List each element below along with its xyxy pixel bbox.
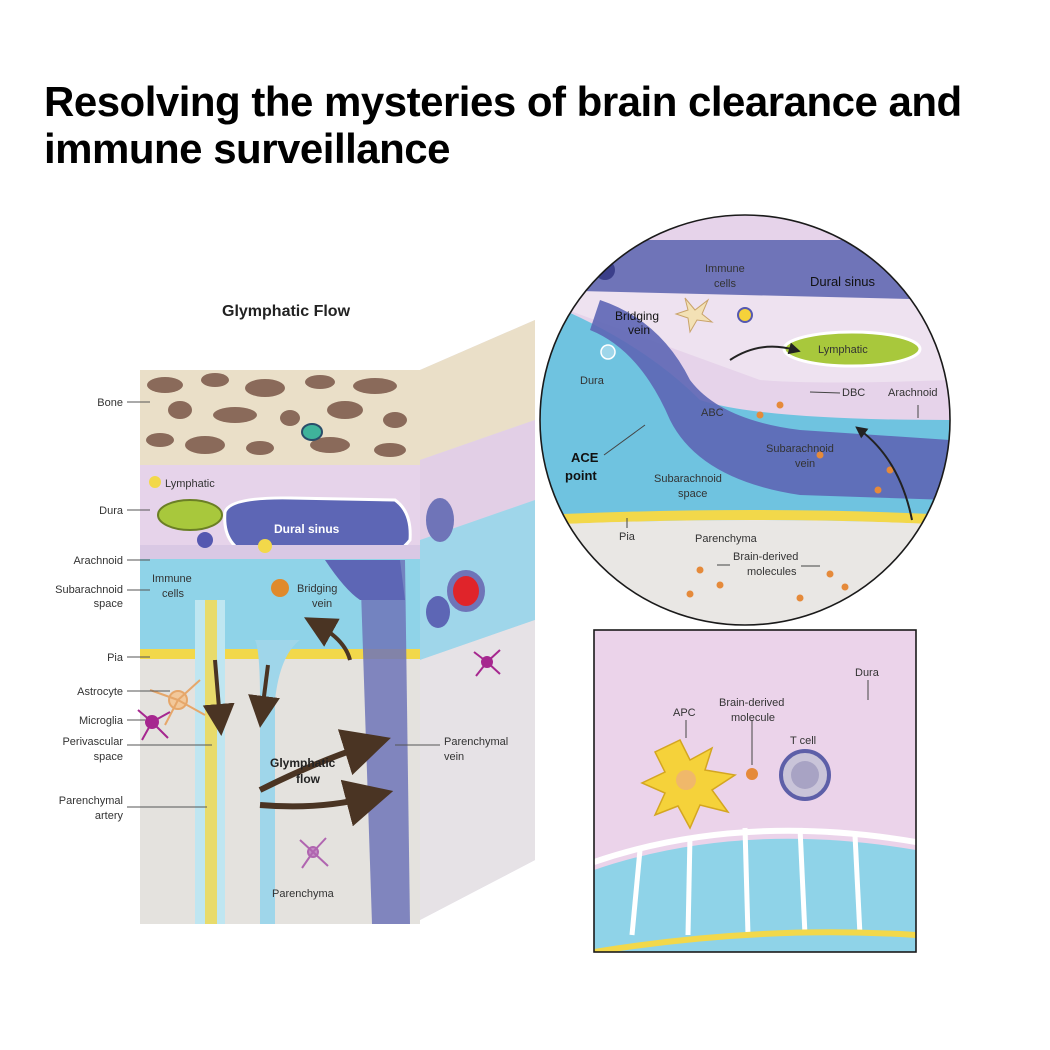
- zoom-circle: [540, 215, 950, 625]
- label-bridging-vein-left-1: Bridging: [297, 583, 337, 595]
- label-subarachnoid-1: Subarachnoid: [55, 584, 123, 596]
- circle-bridging-vein: [590, 300, 950, 500]
- label-glymphatic-flow-1: Glymphatic: [270, 756, 336, 770]
- c-label-sub-vein-2: vein: [795, 458, 815, 470]
- glymphatic-flow-arrows: [202, 617, 394, 827]
- t-cell-nucleus: [791, 761, 819, 789]
- circle-dural-sinus: [540, 240, 950, 300]
- circle-pia: [540, 510, 950, 525]
- microglia-cell: [137, 709, 171, 741]
- glymphatic-block: [127, 320, 535, 924]
- left-leader-lines: [127, 401, 440, 808]
- brain-derived-molecule: [746, 768, 758, 780]
- side-vessel-red: [447, 570, 485, 612]
- side-sinus: [426, 498, 454, 542]
- label-immune-cells-left-2: cells: [162, 588, 185, 600]
- c-label-brain-derived-2: molecules: [747, 566, 797, 578]
- c-label-arachnoid: Arachnoid: [888, 387, 938, 399]
- astrocyte-cell: [149, 679, 206, 726]
- c-label-pia: Pia: [619, 531, 636, 543]
- circle-molecules: [686, 401, 894, 602]
- c-label-dural-sinus: Dural sinus: [810, 274, 876, 289]
- circle-leader-lines: [603, 391, 919, 567]
- c-label-sub-space-2: space: [678, 488, 707, 500]
- label-immune-cells-left-1: Immune: [152, 573, 192, 585]
- c-label-immune-2: cells: [714, 278, 737, 290]
- label-bone: Bone: [97, 397, 123, 409]
- c-label-ace-2: point: [565, 468, 597, 483]
- label-lymphatic-left: Lymphatic: [165, 478, 215, 490]
- label-astrocyte: Astrocyte: [77, 686, 123, 698]
- label-parenchymal-artery-2: artery: [95, 810, 124, 822]
- circle-lymphatic: [782, 330, 922, 368]
- label-parenchyma-left: Parenchyma: [272, 888, 335, 900]
- label-bridging-vein-left-2: vein: [312, 598, 332, 610]
- parenchymal-artery: [205, 600, 217, 924]
- immune-cells-cluster: [149, 476, 289, 597]
- c-label-sub-vein-1: Subarachnoid: [766, 443, 834, 455]
- c-label-immune-1: Immune: [705, 263, 745, 275]
- label-pia: Pia: [107, 652, 124, 664]
- label-perivascular-2: space: [94, 751, 123, 763]
- box-trabeculae: [629, 827, 863, 936]
- label-dura: Dura: [99, 505, 124, 517]
- bridging-vein: [325, 560, 405, 600]
- label-glymphatic-flow-2: flow: [296, 772, 321, 786]
- c-label-dura: Dura: [580, 375, 605, 387]
- side-parenchyma: [420, 620, 535, 920]
- c-label-lymphatic: Lymphatic: [818, 344, 868, 356]
- b-label-apc: APC: [673, 707, 696, 719]
- side-bone: [420, 320, 535, 460]
- box-leader-lines: [685, 680, 869, 765]
- c-label-brain-derived-1: Brain-derived: [733, 551, 798, 563]
- label-parenchymal-vein-1: Parenchymal: [444, 736, 508, 748]
- b-label-t-cell: T cell: [790, 735, 816, 747]
- zoom-circle-outline: [539, 214, 951, 626]
- b-label-molecule-1: Brain-derived: [719, 697, 784, 709]
- label-subarachnoid-2: space: [94, 598, 123, 610]
- circle-immune-cells: [595, 260, 753, 360]
- left-side-labels: Bone Dura Arachnoid Subarachnoid space P…: [55, 397, 124, 822]
- side-microglia: [473, 649, 501, 677]
- bone-cell: [301, 423, 323, 441]
- front-arachnoid: [140, 545, 420, 559]
- c-label-bridging-1: Bridging: [615, 309, 659, 323]
- box-subarachnoid: [594, 838, 916, 952]
- label-dural-sinus-left: Dural sinus: [274, 522, 340, 536]
- page-title: Resolving the mysteries of brain clearan…: [44, 78, 962, 172]
- c-label-bridging-2: vein: [628, 323, 650, 337]
- bone-spots: [146, 373, 407, 457]
- side-vessel-blue: [426, 596, 450, 628]
- box-pia: [594, 929, 916, 952]
- c-label-dbc: DBC: [842, 387, 865, 399]
- c-label-abc: ABC: [701, 407, 724, 419]
- label-arachnoid: Arachnoid: [73, 555, 123, 567]
- front-lymphatic: [157, 499, 223, 531]
- zoom-box: [594, 630, 916, 952]
- b-label-dura: Dura: [855, 667, 880, 679]
- c-label-ace-1: ACE: [571, 450, 599, 465]
- label-parenchymal-artery-1: Parenchymal: [59, 795, 123, 807]
- b-label-molecule-2: molecule: [731, 712, 775, 724]
- glymphatic-heading: Glymphatic Flow: [222, 303, 351, 320]
- label-perivascular-1: Perivascular: [62, 736, 123, 748]
- label-microglia: Microglia: [79, 715, 124, 727]
- zoom-box-outline: [593, 629, 917, 953]
- c-label-parenchyma: Parenchyma: [695, 533, 758, 545]
- parenchyma-microglia: [299, 837, 329, 869]
- circle-arrows: [729, 342, 913, 521]
- apc-nucleus: [676, 770, 696, 790]
- c-label-sub-space-1: Subarachnoid: [654, 473, 722, 485]
- label-parenchymal-vein-2: vein: [444, 751, 464, 763]
